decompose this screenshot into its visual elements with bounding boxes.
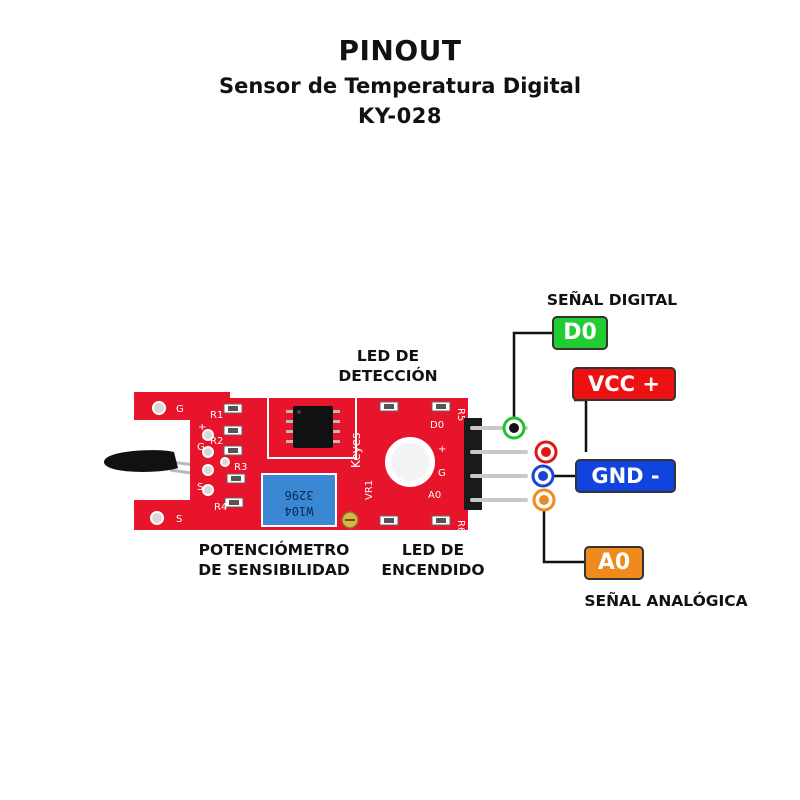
pcb-board: 3296 W104 G + S G S R1 R2 R3 R4 R5 R6 VR… [134, 392, 468, 533]
page-subtitle: Sensor de Temperatura Digital [218, 74, 582, 98]
pin-label-vcc: VCC + [572, 367, 676, 401]
svg-text:R3: R3 [234, 462, 247, 473]
pin-label-d0: D0 [552, 316, 608, 350]
comparator-chip [286, 406, 340, 448]
page-title: PINOUT [338, 34, 462, 67]
pin-label-gnd: GND - [575, 459, 676, 493]
potentiometer: 3296 W104 [261, 473, 359, 529]
label-potentiometer: POTENCIÓMETRO DE SENSIBILIDAD [198, 541, 350, 579]
svg-text:R5: R5 [455, 408, 466, 421]
svg-text:+: + [198, 422, 206, 433]
pin-dots [502, 416, 558, 512]
svg-text:S: S [197, 482, 203, 493]
trimmer-text-0: W104 [285, 504, 314, 518]
svg-text:R6: R6 [455, 520, 466, 533]
label-led-power: LED DE ENCENDIDO [381, 541, 485, 579]
svg-text:G: G [438, 468, 446, 479]
label-led-detection: LED DE DETECCIÓN [338, 347, 438, 385]
model-name: KY-028 [358, 104, 442, 128]
svg-text:R2: R2 [210, 436, 223, 447]
svg-text:D0: D0 [430, 420, 444, 431]
svg-text:R4: R4 [214, 502, 227, 513]
svg-text:G: G [197, 442, 205, 453]
svg-text:R1: R1 [210, 410, 223, 421]
svg-text:A0: A0 [428, 490, 441, 501]
mounting-hole [385, 437, 435, 487]
thermistor-probe [104, 450, 206, 477]
svg-text:S: S [176, 514, 182, 525]
svg-text:Keyes: Keyes [349, 433, 363, 468]
pin-label-a0: A0 [584, 546, 644, 580]
label-analog-signal: SEÑAL ANALÓGICA [584, 592, 748, 610]
silkscreen: G + S G S R1 R2 R3 R4 R5 R6 VR1 Keyes D0… [176, 404, 466, 533]
trimmer-text-1: 3296 [285, 488, 314, 502]
svg-text:VR1: VR1 [364, 480, 375, 500]
svg-text:G: G [176, 404, 184, 415]
svg-text:+: + [438, 444, 446, 455]
label-digital-signal: SEÑAL DIGITAL [546, 291, 678, 309]
